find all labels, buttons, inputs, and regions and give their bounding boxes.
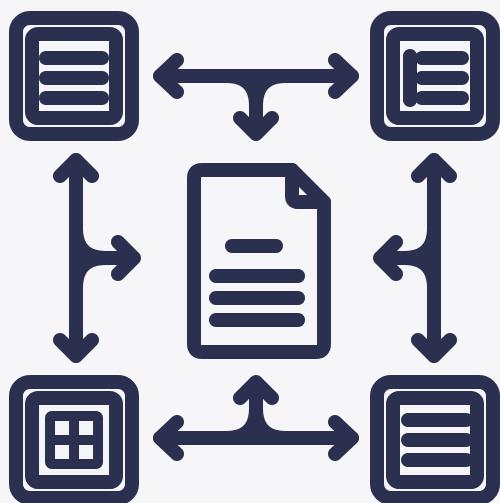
- right-connector-arrow: [373, 153, 457, 363]
- top-connector-arrow: [153, 53, 359, 141]
- top-left-node-inner-frame: [25, 27, 123, 125]
- top-left-node: [9, 11, 139, 141]
- left-connector-arrow: [53, 153, 141, 363]
- bottom-left-node-frame: [9, 375, 139, 503]
- top-right-node-inner-frame: [386, 27, 484, 125]
- text-lines-icon: [39, 51, 109, 105]
- bottom-left-node: [9, 375, 139, 503]
- top-left-node-frame: [9, 11, 139, 141]
- grid-table-icon: [45, 411, 103, 469]
- bottom-connector-arrow: [153, 375, 359, 461]
- bottom-right-node-frame: [370, 375, 500, 503]
- list-icon: [403, 49, 469, 107]
- bottom-right-node-inner-frame: [386, 391, 484, 489]
- document-text-lines: [209, 239, 305, 327]
- document-file-icon: [187, 163, 331, 359]
- center-document-node: [187, 163, 331, 359]
- top-right-node-frame: [370, 11, 500, 141]
- bottom-right-node: [370, 375, 500, 503]
- document-fold-corner: [285, 163, 331, 209]
- text-lines-icon: [401, 413, 473, 467]
- top-right-node: [370, 11, 500, 141]
- bottom-left-node-inner-frame: [25, 391, 123, 489]
